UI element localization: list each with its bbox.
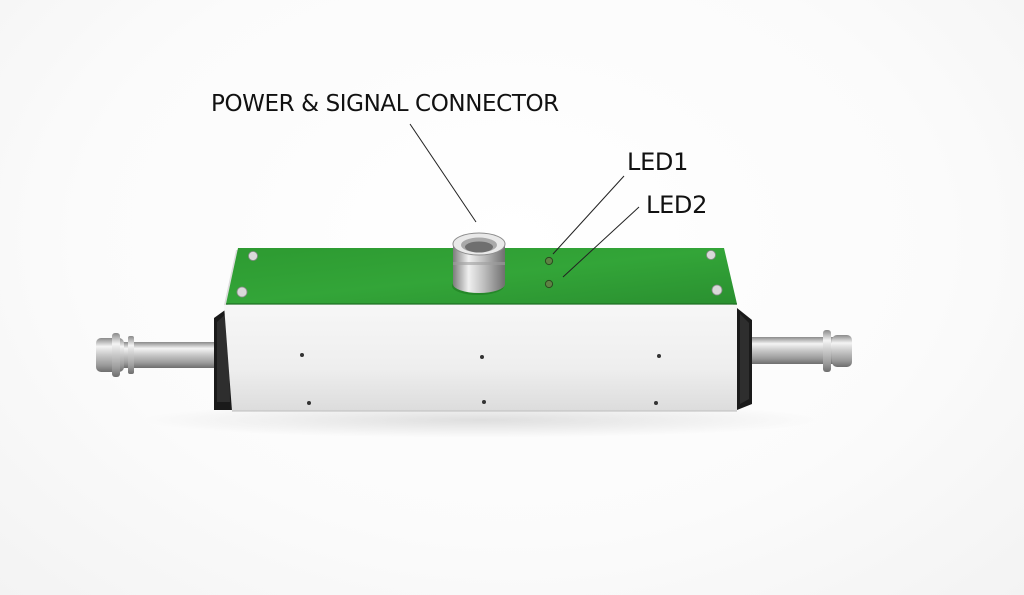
callout-line-led2 bbox=[562, 206, 640, 278]
panel-screw bbox=[706, 250, 716, 260]
left-shaft bbox=[96, 333, 220, 377]
screw bbox=[482, 400, 486, 404]
screw bbox=[307, 401, 311, 405]
led1-dot bbox=[544, 256, 554, 266]
panel-screw bbox=[236, 286, 248, 298]
screw bbox=[657, 354, 661, 358]
right-end-cap bbox=[737, 308, 752, 410]
led1-label: LED1 bbox=[627, 148, 689, 176]
power-signal-connector bbox=[452, 232, 506, 295]
screw bbox=[654, 401, 658, 405]
screw bbox=[480, 355, 484, 359]
led-indicators bbox=[544, 256, 554, 289]
power-signal-connector-label: POWER & SIGNAL CONNECTOR bbox=[211, 91, 559, 117]
right-shaft bbox=[745, 330, 852, 372]
led2-label: LED2 bbox=[646, 191, 708, 219]
callout-line-connector bbox=[409, 123, 477, 223]
screw bbox=[300, 353, 304, 357]
callout-line-led1 bbox=[552, 175, 625, 255]
led2-dot bbox=[544, 279, 554, 289]
panel-screw bbox=[711, 284, 723, 296]
panel-screw bbox=[248, 251, 258, 261]
